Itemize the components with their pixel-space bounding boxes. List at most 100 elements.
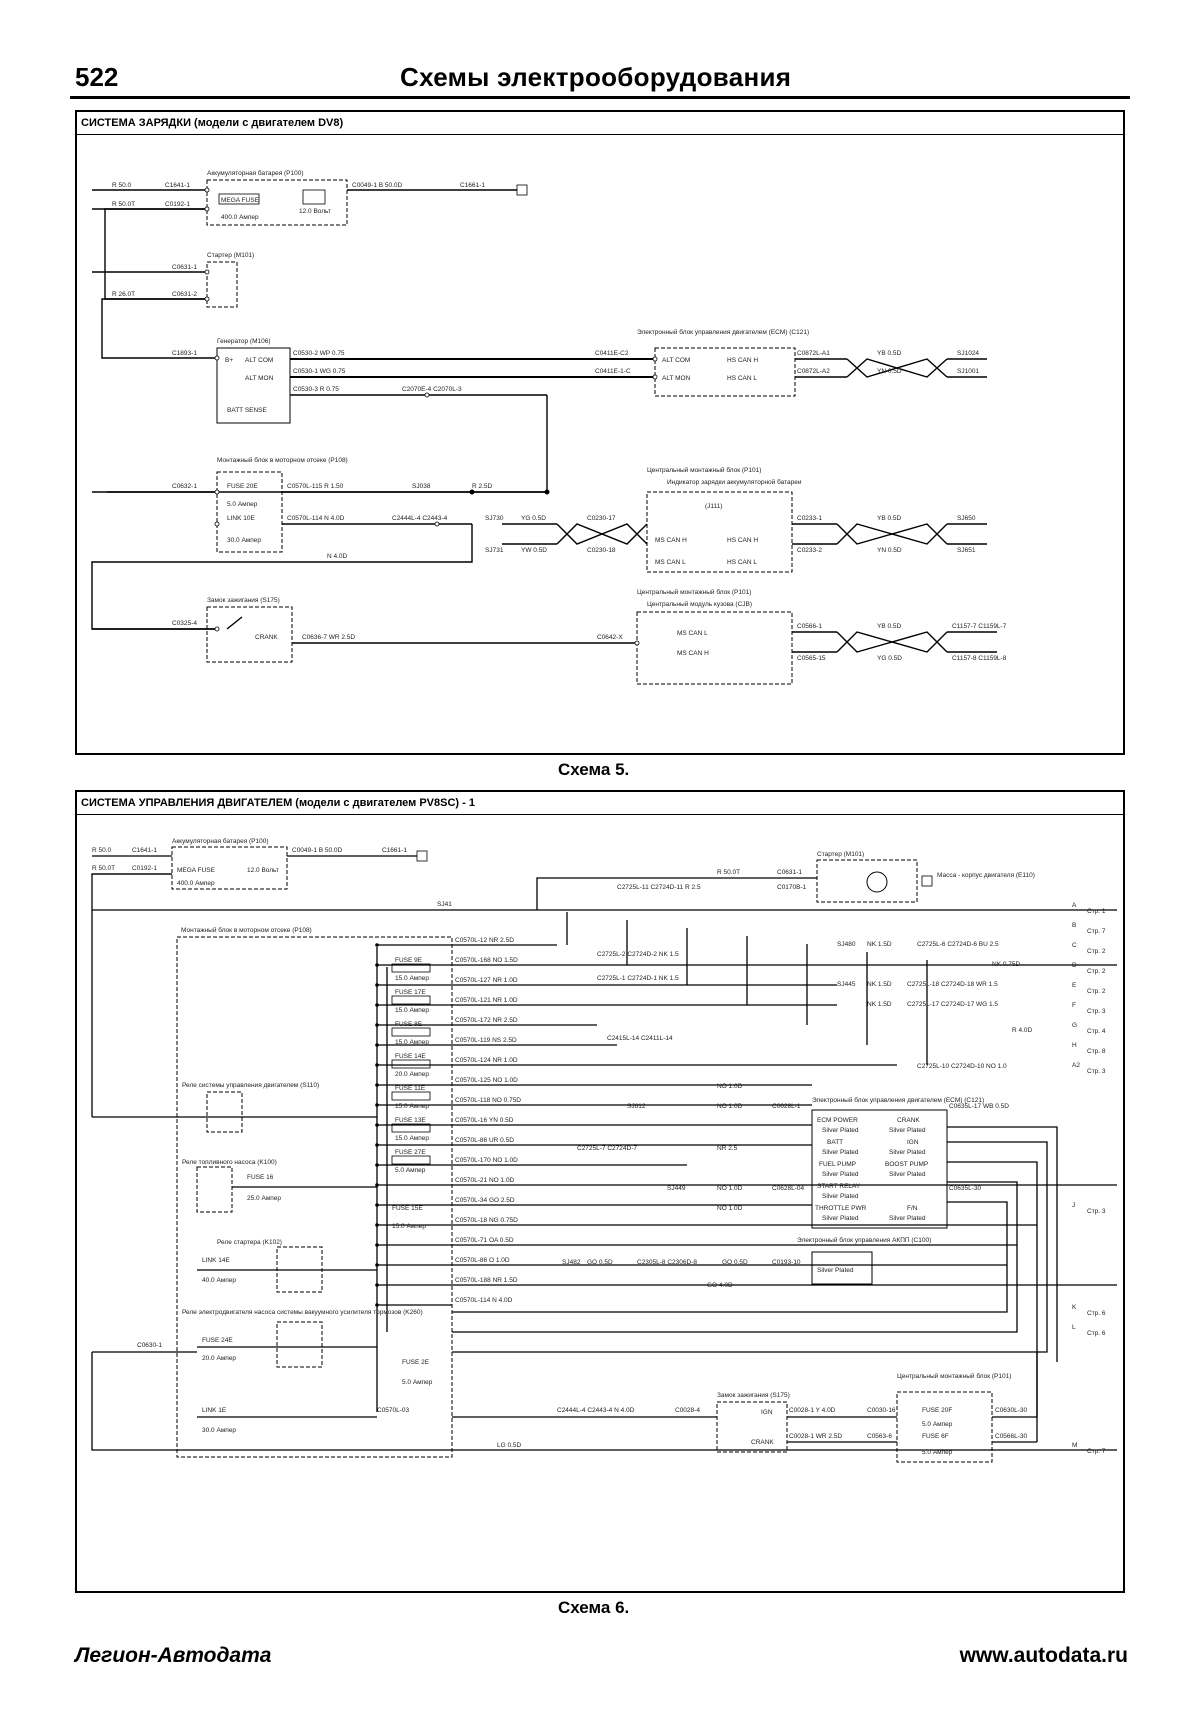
wire-row-label: C0570L-18 NG 0.75D [455, 1217, 518, 1224]
s5-indicator-code: (J111) [705, 503, 722, 510]
s5-ec2: C0411E-1-C [595, 368, 631, 375]
ref-page[interactable]: Стр. 8 [1087, 1048, 1106, 1055]
s6-b1: SJ480 [837, 941, 856, 948]
wire-row-label: C0570L-34 GO 2.5D [455, 1197, 515, 1204]
s5-i7: C0565-15 [797, 655, 826, 662]
s6-b32: GO 4.0D [707, 1282, 733, 1289]
fuse-name: FUSE 17E [395, 989, 426, 996]
s5-generator-label: Генератор (M106) [217, 338, 271, 345]
s6-b9: C2725L-17 C2724D-17 WG 1.5 [907, 1001, 998, 1008]
s5-ignition-label: Замок зажигания (S175) [207, 597, 280, 604]
s6-tcm-label: Электронный блок управления АКПП (C100) [797, 1236, 931, 1244]
junction-dot [375, 1203, 379, 1207]
s5-m3: C0230-17 [587, 515, 616, 522]
s5-gen-altcom: ALT COM [245, 357, 273, 364]
s6-link14e-r: 40.0 Ампер [202, 1277, 236, 1284]
s5-ej2: SJ1001 [957, 368, 979, 375]
s5-mscanl: MS CAN L [655, 559, 686, 566]
ref-page[interactable]: Стр. 3 [1087, 1008, 1106, 1015]
s5-m10: C0233-2 [797, 547, 822, 554]
s5-hscanh: HS CAN H [727, 537, 758, 544]
wire-row-label: C0570L-121 NR 1.0D [455, 997, 518, 1004]
s5-gen-batt: BATT SENSE [227, 407, 268, 414]
s5-wire-r1: R 50.0 [112, 182, 132, 189]
s5-f4: R 2.5D [472, 483, 493, 490]
ref-page[interactable]: Стр. 1 [1087, 908, 1106, 915]
s6-b10: C2725L-2 C2724D-2 NK 1.5 [597, 951, 679, 958]
s5-f6: C2444L-4 C2443-4 [392, 515, 448, 522]
s5-i9: C1157-8 C1159L-8 [952, 655, 1007, 662]
s6-b28: GO 0.5D [587, 1259, 613, 1266]
ref-page[interactable]: Стр. 7 [1087, 1448, 1106, 1455]
ref-page[interactable]: Стр. 6 [1087, 1310, 1106, 1317]
s6-fuse16: FUSE 16 [247, 1174, 274, 1181]
junction-dot [375, 1163, 379, 1167]
s5-ecm-hscanl: HS CAN L [727, 375, 757, 382]
s5-battery-label: Аккумуляторная батарея (P100) [207, 169, 304, 177]
s5-f5: C0570L-114 N 4.0D [287, 515, 345, 522]
ref-letter: L [1072, 1324, 1076, 1331]
s5-i3: C0642-X [597, 634, 623, 641]
s5-mega-rating: 400.0 Ампер [221, 214, 259, 221]
s5-conn-c3: C0631-1 [172, 264, 197, 271]
s6-b38: C0630L-30 [995, 1407, 1028, 1414]
s6-ign-ign: IGN [761, 1409, 773, 1416]
ref-page[interactable]: Стр. 7 [1087, 928, 1106, 935]
fuse-rating: 20.0 Ампер [395, 1071, 429, 1078]
s6-ecm-batt-s: Silver Plated [822, 1149, 859, 1156]
fuse-symbol [391, 963, 431, 973]
fuse-symbol [391, 1027, 431, 1037]
s6-b43: C0630-1 [137, 1342, 162, 1349]
s6-ecm-fp-s: Silver Plated [889, 1215, 926, 1222]
s5-wire-g3: C0530-3 R 0.75 [293, 386, 339, 393]
s5-central2-label: Центральный монтажный блок (P101) [637, 588, 751, 596]
ref-page[interactable]: Стр. 2 [1087, 988, 1106, 995]
s6-relay-fuel: Реле топливного насоса (K100) [182, 1159, 277, 1166]
ref-page[interactable]: Стр. 2 [1087, 968, 1106, 975]
junction-dot [375, 1063, 379, 1067]
wire-row-label: C0570L-86 UR 0.5D [455, 1137, 514, 1144]
s5-wire-r3: R 26.0T [112, 291, 135, 298]
s5-conn-c5: C1893-1 [172, 350, 197, 357]
fuse-name: FUSE 9E [395, 957, 423, 964]
s5-i4: C0566-1 [797, 623, 822, 630]
s6-b7: C2725L-18 C2724D-18 WR 1.5 [907, 981, 998, 988]
s6-b42: LG 0.5D [497, 1442, 522, 1449]
fuse-symbol [391, 995, 431, 1005]
s6-b12: C2415L-14 C2411L-14 [607, 1035, 673, 1042]
ref-page[interactable]: Стр. 6 [1087, 1330, 1106, 1337]
s6-ecm-ign-s: Silver Plated [889, 1149, 926, 1156]
s6-b18: C0628L-1 [772, 1103, 801, 1110]
ref-page[interactable]: Стр. 4 [1087, 1028, 1106, 1035]
fuse-rating: 15.0 Ампер [395, 1135, 429, 1142]
ref-letter: G [1072, 1022, 1077, 1029]
s5-m4: SJ731 [485, 547, 504, 554]
wire-row-label: C0570L-114 N 4.0D [455, 1297, 513, 1304]
ref-letter: J [1072, 1202, 1075, 1209]
scheme6-title: СИСТЕМА УПРАВЛЕНИЯ ДВИГАТЕЛЕМ (модели с … [77, 792, 1123, 815]
s6-s4: C0170B-1 [777, 884, 807, 891]
s6-ecm-start: START RELAY [817, 1183, 861, 1190]
s5-crank: CRANK [255, 634, 278, 641]
ref-page[interactable]: Стр. 3 [1087, 1208, 1106, 1215]
s6-b5: SJ445 [837, 981, 856, 988]
s6-ecm-fp: F/N [907, 1205, 918, 1212]
s5-conn-c2: C0192-1 [165, 201, 190, 208]
s6-ecm-power-s: Silver Plated [822, 1127, 859, 1134]
scheme6-diagram: R 50.0 C1641-1 C0049-1 B 50.0D C1661-1 R… [91, 837, 1117, 1463]
s6-b41: C0566L-30 [995, 1433, 1028, 1440]
s6-s5: SJ41 [437, 901, 452, 908]
s5-m7: C0233-1 [797, 515, 822, 522]
junction-dot [375, 1003, 379, 1007]
junction-dot [375, 1183, 379, 1187]
ref-page[interactable]: Стр. 2 [1087, 948, 1106, 955]
junction-dot [375, 1283, 379, 1287]
wire-row-label: C0570L-12 NR 2.5D [455, 937, 514, 944]
fuse-symbol [391, 1059, 431, 1069]
ref-page[interactable]: Стр. 3 [1087, 1068, 1106, 1075]
s6-tcm-s: Silver Plated [817, 1267, 854, 1274]
fuse-rating: 15.0 Ампер [395, 1103, 429, 1110]
junction-dot [375, 1263, 379, 1267]
s6-ecm-boost: BOOST PUMP [885, 1161, 928, 1168]
s6-conn-c1: C1641-1 [132, 847, 157, 854]
